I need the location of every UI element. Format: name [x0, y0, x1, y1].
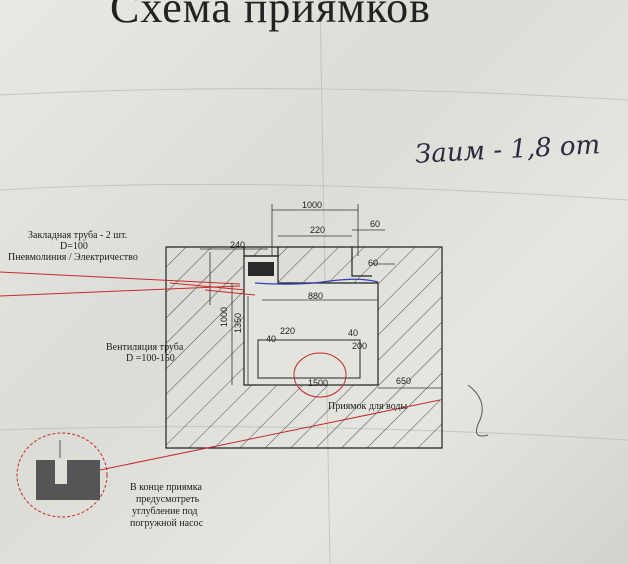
note-line3: углубление под [132, 506, 198, 517]
vent-label-line2: D =100-150 [126, 353, 175, 364]
slab-section [165, 246, 443, 449]
detail-sketch [36, 440, 100, 500]
dim-1000-side: 1000 [219, 306, 230, 328]
dim-220-mid: 220 [280, 326, 296, 336]
dim-1350: 1350 [233, 312, 244, 334]
note-line4: погружной насос [130, 518, 204, 529]
dim-650: 650 [396, 376, 412, 386]
dim-200: 200 [352, 341, 368, 351]
dim-60-right: 60 [368, 258, 379, 268]
dim-880: 880 [308, 291, 324, 301]
dimension-lines [200, 204, 442, 389]
pipe-label-line3: Пневмолиния / Электричество [8, 252, 138, 263]
dim-220-top: 220 [310, 225, 326, 235]
red-annotations [0, 271, 441, 518]
dim-240: 240 [230, 240, 246, 250]
paper-tear [467, 384, 489, 437]
pipe-label-line2: D=100 [60, 241, 88, 252]
dim-40-left: 40 [266, 334, 277, 344]
note-line1: В конце приямка [130, 482, 202, 493]
dim-60-top: 60 [370, 219, 381, 229]
note-line2: предусмотреть [136, 494, 200, 505]
vent-label-line1: Вентиляция труба [106, 342, 184, 353]
pipe-label-line1: Закладная труба - 2 шт. [28, 230, 128, 241]
page-title: Схема приямков [110, 0, 431, 32]
dim-1000-top: 1000 [302, 200, 323, 210]
dim-40-right: 40 [348, 328, 359, 338]
dim-1500: 1500 [308, 378, 329, 388]
pit-water-label: Приямок для воды [328, 401, 408, 412]
